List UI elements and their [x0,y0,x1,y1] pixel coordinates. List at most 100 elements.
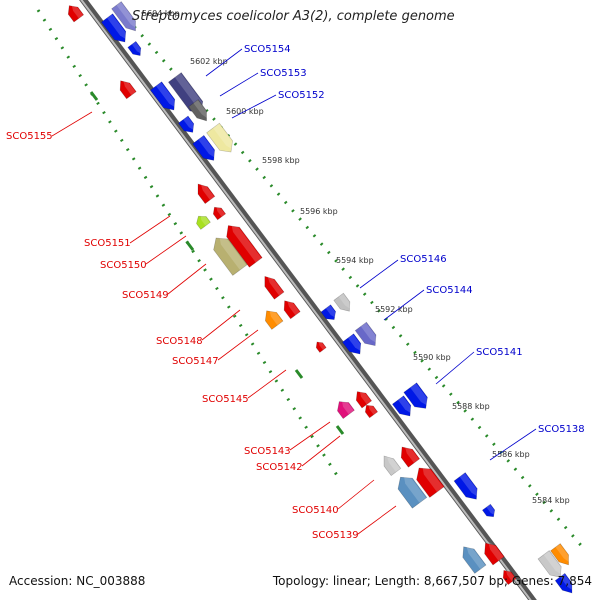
scale-label: 5584 kbp [532,496,570,505]
gene-block[interactable] [222,221,263,268]
gene-block-shading [505,569,516,582]
gene-label[interactable]: SCO5154 [244,44,291,55]
gene-label[interactable]: SCO5150 [100,260,147,271]
gene-label[interactable]: SCO5146 [400,254,447,265]
gene-label[interactable]: SCO5149 [122,290,169,301]
gene-block[interactable] [481,503,497,520]
gene-label-leader [145,235,187,265]
gene-block[interactable] [550,543,574,569]
gene-block-shading [216,205,226,217]
gene-label-leader [435,351,475,385]
gene-block[interactable] [362,402,379,419]
gene-block[interactable] [480,539,505,566]
gene-block-shading [231,223,262,263]
gene-block-shading [560,573,575,592]
scale-label: 5592 kbp [375,305,413,314]
gene-block-shading [543,551,563,576]
genome-summary-text: Topology: linear; Length: 8,667,507 bp; … [272,574,592,588]
gene-block[interactable] [341,333,365,358]
gene-block[interactable] [412,463,445,498]
gene-label-leader [357,505,397,535]
gene-label[interactable]: SCO5144 [426,285,473,296]
gene-block[interactable] [177,115,197,136]
gene-label-leader [205,48,243,77]
gene-label[interactable]: SCO5145 [202,394,249,405]
gene-block[interactable] [192,134,220,164]
gene-block[interactable] [333,292,354,315]
accession-text: Accession: NC_003888 [9,574,146,588]
gene-label[interactable]: SCO5151 [84,238,131,249]
gene-block-shading [338,293,352,310]
gene-label[interactable]: SCO5155 [6,131,53,142]
gene-block[interactable] [127,40,144,58]
gene-block[interactable] [354,321,381,350]
gene-label-leader [301,435,341,467]
gene-block[interactable] [537,550,566,582]
gene-block[interactable] [210,204,227,221]
gene-block[interactable] [393,472,428,509]
ruler-tick [294,369,304,379]
gene-block-shading [156,82,177,109]
gene-label[interactable]: SCO5147 [172,356,219,367]
gene-block[interactable] [453,472,482,504]
gene-block[interactable] [391,395,415,420]
gene-block-shading [487,541,504,561]
gene-block-shading [107,14,128,41]
gene-block[interactable] [334,397,355,420]
gene-block[interactable] [554,572,577,596]
gene-label[interactable]: SCO5139 [312,530,359,541]
gene-block[interactable] [193,180,216,205]
gene-block[interactable] [260,273,285,300]
genome-title: Streptomyces coelicolor A3(2), complete … [132,9,455,24]
gene-block-shading [359,389,372,405]
gene-block-shading [325,305,337,318]
gene-block[interactable] [209,233,248,276]
gene-block[interactable] [500,567,517,586]
gene-block[interactable] [280,297,301,320]
gene-label[interactable]: SCO5148 [156,336,203,347]
scale-label: 5596 kbp [300,207,338,216]
ruler-tick [89,91,99,101]
gene-label[interactable]: SCO5152 [278,90,325,101]
gene-block[interactable] [206,122,238,157]
gene-layer [64,1,577,596]
backbone-highlight [80,0,532,600]
gene-block[interactable] [261,307,284,330]
gene-block[interactable] [111,1,141,35]
gene-block[interactable] [116,77,137,100]
gene-block-shading [422,465,444,493]
gene-block[interactable] [320,304,339,323]
gene-label-leader [359,259,399,289]
gene-block[interactable] [314,340,327,353]
scale-label: 5602 kbp [190,57,228,66]
gene-block[interactable] [101,13,130,46]
gene-block[interactable] [396,443,421,468]
gene-block-shading [360,322,378,344]
gene-block-shading [71,3,84,19]
gene-block[interactable] [403,382,432,413]
ruler-tick [185,241,195,251]
gene-block-shading [398,396,413,415]
gene-block[interactable] [150,81,179,114]
gene-label[interactable]: SCO5153 [260,68,307,79]
gene-block[interactable] [194,213,211,230]
gene-block-shading [219,235,247,271]
scale-label: 5588 kbp [452,402,490,411]
gene-block-shading [386,454,401,473]
gene-block[interactable] [352,388,373,409]
gene-block-shading [198,135,217,159]
gene-label[interactable]: SCO5138 [538,424,585,435]
gene-block[interactable] [188,99,212,125]
gene-block[interactable] [379,452,402,477]
gene-label-leader [219,72,259,97]
gene-block[interactable] [64,2,85,23]
gene-label-leader [231,94,277,119]
gene-label[interactable]: SCO5143 [244,446,291,457]
gene-label[interactable]: SCO5141 [476,347,523,358]
gene-label-leader [217,329,259,361]
scale-label: 5594 kbp [336,256,374,265]
gene-label[interactable]: SCO5140 [292,505,339,516]
gene-block[interactable] [458,543,487,574]
gene-label[interactable]: SCO5142 [256,462,303,473]
